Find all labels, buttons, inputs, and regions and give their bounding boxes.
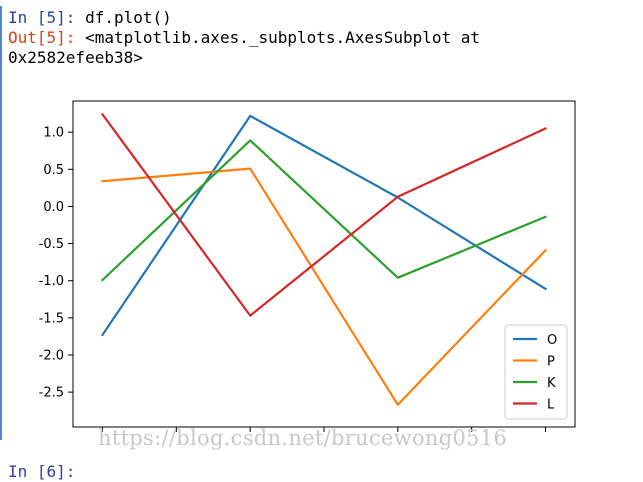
cell-selection-bar [0, 6, 2, 440]
watermark: https://blog.csdn.net/brucewong0516 [98, 426, 508, 450]
legend-label-K: K [547, 376, 556, 391]
legend-label-P: P [547, 355, 555, 370]
in-prompt: In [5]: [8, 8, 76, 27]
code-text: df.plot() [85, 8, 172, 27]
series-line-K [100, 139, 547, 282]
series-line-P [101, 167, 548, 406]
y-tick-label: -2.5 [39, 386, 64, 401]
y-tick-label: 0.0 [43, 200, 64, 215]
y-tick-label: 0.5 [43, 163, 64, 178]
series-line-O [100, 114, 548, 337]
y-tick-label: -0.5 [39, 237, 64, 252]
legend-label-L: L [547, 398, 555, 413]
output-text-line2: 0x2582efeeb38> [8, 48, 143, 67]
legend-label-O: O [547, 333, 557, 348]
y-tick-label: -1.5 [39, 311, 64, 326]
output-text-line1: <matplotlib.axes._subplots.AxesSubplot a… [85, 28, 481, 47]
y-tick-label: 1.0 [43, 126, 64, 141]
series-line-L [100, 112, 547, 317]
code-cell[interactable]: In [5]: df.plot() Out[5]: <matplotlib.ax… [8, 8, 480, 68]
y-tick-label: -1.0 [39, 274, 64, 289]
next-in-prompt: In [6]: [8, 462, 76, 481]
out-prompt: Out[5]: [8, 28, 76, 47]
y-tick-label: -2.0 [39, 348, 64, 363]
legend-box [504, 324, 568, 420]
